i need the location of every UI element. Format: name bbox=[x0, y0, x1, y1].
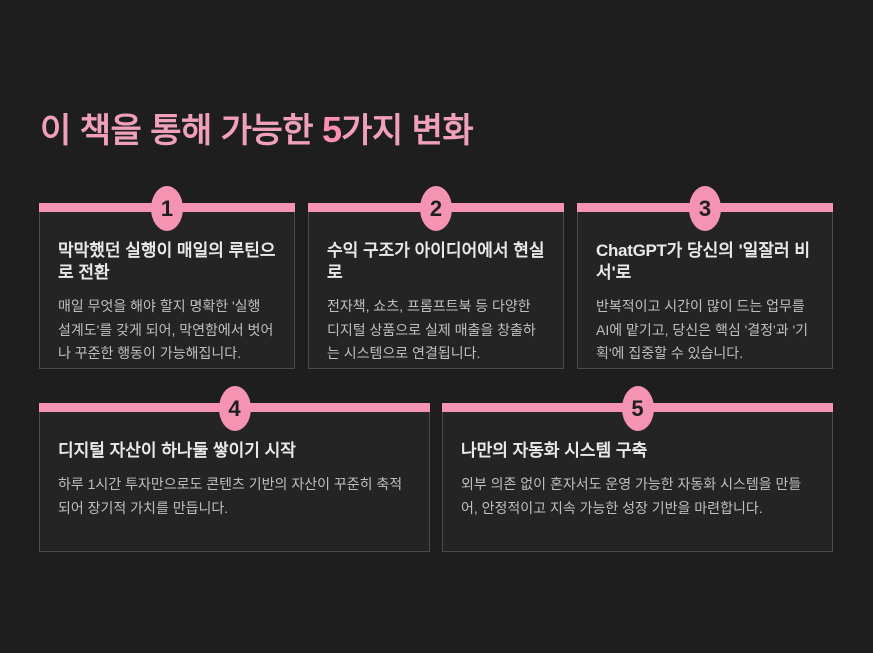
card-content: ChatGPT가 당신의 '일잘러 비서'로 반복적이고 시간이 많이 드는 업… bbox=[578, 204, 832, 382]
change-card-1: 1 막막했던 실행이 매일의 루틴으로 전환 매일 무엇을 해야 할지 명확한 … bbox=[39, 186, 295, 369]
card-title-text: 수익 구조가 아이디어에서 현실로 bbox=[327, 241, 545, 283]
slide-title: 이 책을 통해 가능한 5가지 변화 bbox=[40, 108, 474, 152]
card-title: 막막했던 실행이 매일의 루틴으로 전환 bbox=[58, 240, 276, 284]
card-number-badge: 3 bbox=[689, 186, 721, 231]
card-title: 디지털 자산이 하나둘 쌓이기 시작 bbox=[58, 440, 411, 462]
card-title-text: 가 당신의 '일잘러 비서'로 bbox=[596, 241, 810, 283]
card-number: 1 bbox=[160, 195, 174, 221]
card-content: 수익 구조가 아이디어에서 현실로 전자책, 쇼츠, 프롬프트북 등 다양한 디… bbox=[309, 204, 563, 382]
slide-title-highlight: 5 bbox=[322, 109, 342, 150]
card-body: 하루 1시간 투자만으로도 콘텐츠 기반의 자산이 꾸준히 축적되어 장기적 가… bbox=[58, 476, 403, 516]
change-card-5: 5 나만의 자동화 시스템 구축 외부 의존 없이 혼자서도 운영 가능한 자동… bbox=[442, 386, 833, 552]
card-number-badge: 4 bbox=[218, 386, 251, 431]
card-body: 외부 의존 없이 혼자서도 운영 가능한 자동화 시스템을 만들어, 안정적이고… bbox=[461, 476, 802, 516]
card-title: 수익 구조가 아이디어에서 현실로 bbox=[327, 240, 545, 284]
card-number: 5 bbox=[631, 395, 644, 421]
card-body: 반복적이고 시간이 많이 드는 업무를 AI에 맡기고, 당신은 핵심 '결정'… bbox=[596, 298, 809, 362]
slide-title-prefix: 이 책을 통해 가능한 bbox=[40, 112, 323, 150]
card-number: 3 bbox=[698, 195, 712, 221]
card-number: 4 bbox=[228, 395, 241, 421]
change-card-3: 3 ChatGPT가 당신의 '일잘러 비서'로 반복적이고 시간이 많이 드는… bbox=[577, 186, 833, 369]
card-title: 나만의 자동화 시스템 구축 bbox=[461, 440, 814, 462]
card-number: 2 bbox=[429, 195, 443, 221]
change-card-4: 4 디지털 자산이 하나둘 쌓이기 시작 하루 1시간 투자만으로도 콘텐츠 기… bbox=[39, 386, 430, 552]
card-title-text: 나만의 자동화 시스템 구축 bbox=[461, 441, 648, 460]
card-number-badge: 2 bbox=[420, 186, 452, 231]
card-number-badge: 5 bbox=[621, 386, 654, 431]
cards-row-top: 1 막막했던 실행이 매일의 루틴으로 전환 매일 무엇을 해야 할지 명확한 … bbox=[39, 186, 833, 369]
card-title-text: 디지털 자산이 하나둘 쌓이기 시작 bbox=[58, 441, 296, 460]
card-content: 디지털 자산이 하나둘 쌓이기 시작 하루 1시간 투자만으로도 콘텐츠 기반의… bbox=[40, 404, 429, 536]
card-title: ChatGPT가 당신의 '일잘러 비서'로 bbox=[596, 240, 814, 284]
cards-row-bottom: 4 디지털 자산이 하나둘 쌓이기 시작 하루 1시간 투자만으로도 콘텐츠 기… bbox=[39, 386, 833, 552]
card-title-brand: ChatGPT bbox=[596, 241, 667, 260]
change-card-2: 2 수익 구조가 아이디어에서 현실로 전자책, 쇼츠, 프롬프트북 등 다양한… bbox=[308, 186, 564, 369]
card-content: 막막했던 실행이 매일의 루틴으로 전환 매일 무엇을 해야 할지 명확한 '실… bbox=[40, 204, 294, 382]
card-body: 전자책, 쇼츠, 프롬프트북 등 다양한 디지털 상품으로 실제 매출을 창출하… bbox=[327, 298, 536, 362]
card-number-badge: 1 bbox=[151, 186, 183, 231]
card-body: 매일 무엇을 해야 할지 명확한 '실행 설계도'를 갖게 되어, 막연함에서 … bbox=[58, 298, 274, 362]
card-content: 나만의 자동화 시스템 구축 외부 의존 없이 혼자서도 운영 가능한 자동화 … bbox=[443, 404, 832, 536]
card-title-text: 막막했던 실행이 매일의 루틴으로 전환 bbox=[58, 241, 276, 283]
slide-title-suffix: 가지 변화 bbox=[341, 112, 474, 150]
